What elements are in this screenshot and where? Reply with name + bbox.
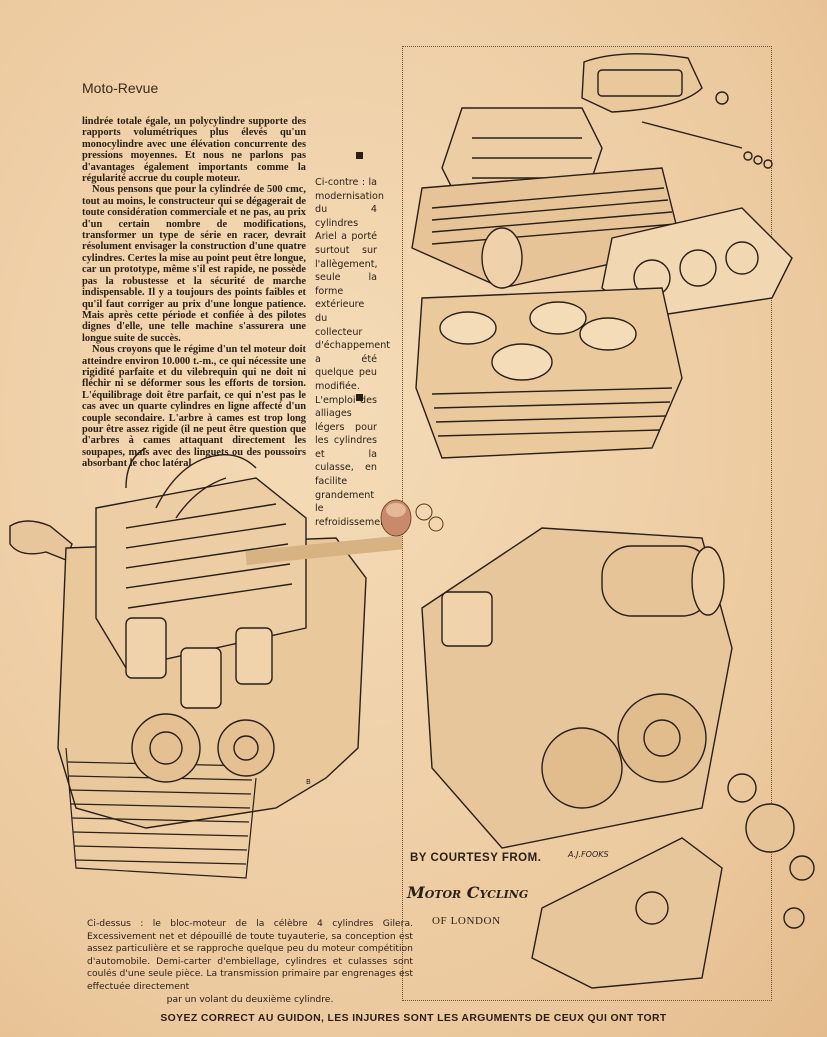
gilera-caption-last: par un volant du deuxième cylindre. [166,993,334,1005]
portrait-stamp [380,499,444,537]
article-column: lindrée totale égale, un polycylindre su… [82,116,306,470]
page-footer: SOYEZ CORRECT AU GUIDON, LES INJURES SON… [160,1013,667,1024]
magazine-title: Moto-Revue [82,80,159,96]
artist-signature: A.J.FOOKS [568,850,609,859]
article-paragraph: lindrée totale égale, un polycylindre su… [82,116,306,185]
article-paragraph: Nous croyons que le régime d'un tel mote… [82,344,306,470]
bullet-mark [356,394,363,401]
svg-text:B: B [306,778,311,786]
ariel-caption: Ci-contre : la modernisation du 4 cylind… [315,177,394,528]
bullet-mark [356,152,363,159]
gilera-caption-text: Ci-dessus : le bloc-moteur de la célèbre… [87,918,413,992]
motor-cycling-logo: Motor Cycling [407,883,529,902]
article-paragraph: Nous pensons que pour la cylindrée de 50… [82,184,306,344]
gilera-caption: Ci-dessus : le bloc-moteur de la célèbre… [87,918,413,1006]
ariel-engine-illustration [411,53,815,989]
gilera-engine-illustration: B [9,448,402,879]
credit-line: BY COURTESY FROM. [410,852,542,864]
credit-location: OF LONDON [432,915,501,927]
